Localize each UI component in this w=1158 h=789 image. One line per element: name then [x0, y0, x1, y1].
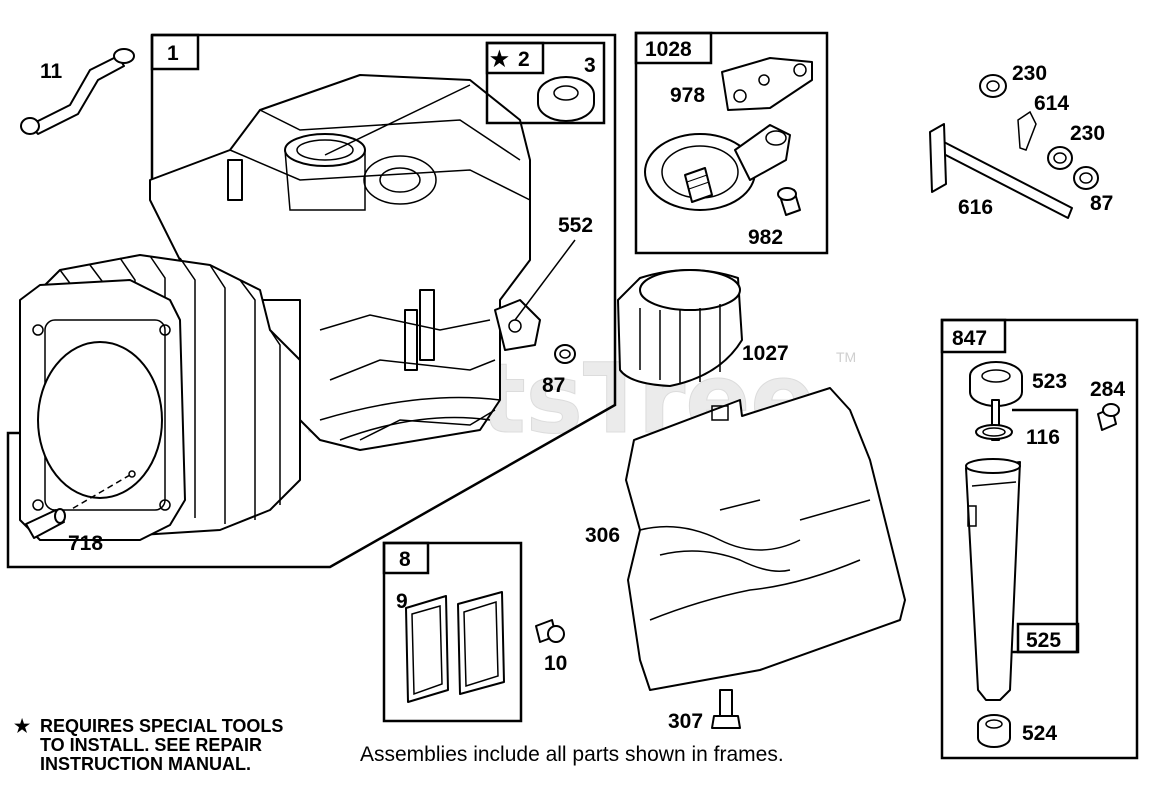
assemblies-note: Assemblies include all parts shown in fr… [360, 743, 784, 766]
label-524: 524 [1022, 722, 1057, 745]
label-306: 306 [585, 524, 620, 547]
frame-8-label: 8 [399, 548, 411, 571]
oil-filter-adapter-icon [644, 57, 813, 216]
label-9: 9 [396, 590, 408, 613]
label-982: 982 [748, 226, 783, 249]
note-line-2: TO INSTALL. SEE REPAIR [40, 735, 262, 755]
label-116: 116 [1026, 426, 1060, 449]
label-616: 616 [958, 196, 993, 219]
frame-2-star: ★ [490, 48, 509, 71]
frame-525-label: 525 [1026, 629, 1061, 652]
frame-847-label: 847 [952, 327, 987, 350]
frame-8: 8 [382, 541, 523, 723]
governor-shaft-icon [929, 74, 1099, 219]
oil-seal-icon [537, 76, 595, 122]
note-line-3: INSTRUCTION MANUAL. [40, 754, 251, 774]
label-10: 10 [544, 652, 567, 675]
label-3: 3 [584, 54, 596, 77]
frame-1-label: 1 [167, 42, 179, 65]
frame-1: 1 [6, 33, 617, 569]
label-523: 523 [1032, 370, 1067, 393]
note-star: ★ [14, 716, 31, 736]
frame-847: 847 525 [940, 318, 1139, 760]
label-87-block: 87 [542, 374, 565, 397]
label-307: 307 [668, 710, 703, 733]
breather-gasket-icon [405, 591, 505, 703]
label-978: 978 [670, 84, 705, 107]
bolt-307-icon [711, 689, 741, 729]
label-552: 552 [558, 214, 593, 237]
oil-filter-icon [617, 269, 743, 387]
frame-1028-label: 1028 [645, 38, 692, 61]
label-284: 284 [1090, 378, 1125, 401]
breather-tube-icon [20, 48, 135, 135]
frame-1028: 1028 [634, 31, 829, 255]
special-tools-note: ★ REQUIRES SPECIAL TOOLS TO INSTALL. SEE… [14, 716, 283, 774]
label-230-top: 230 [1012, 62, 1047, 85]
frame-2: ★ 2 [485, 41, 606, 125]
dowel-pin-icon [25, 508, 66, 539]
label-230-lower: 230 [1070, 122, 1105, 145]
watermark-tm: TM [836, 349, 856, 365]
label-11: 11 [40, 60, 63, 83]
screw-284-icon [1097, 403, 1120, 431]
label-614: 614 [1034, 92, 1069, 115]
cylinder-block-icon [19, 74, 541, 541]
screw-10-icon [535, 619, 565, 643]
frame-2-label: 2 [518, 48, 530, 71]
note-line-1: REQUIRES SPECIAL TOOLS [40, 716, 283, 736]
base-shield-icon [625, 387, 906, 691]
label-718: 718 [68, 532, 103, 555]
label-1027: 1027 [742, 342, 789, 365]
label-87-shaft: 87 [1090, 192, 1113, 215]
plug-87-icon [554, 344, 576, 364]
dipstick-tube-icon [965, 361, 1023, 748]
